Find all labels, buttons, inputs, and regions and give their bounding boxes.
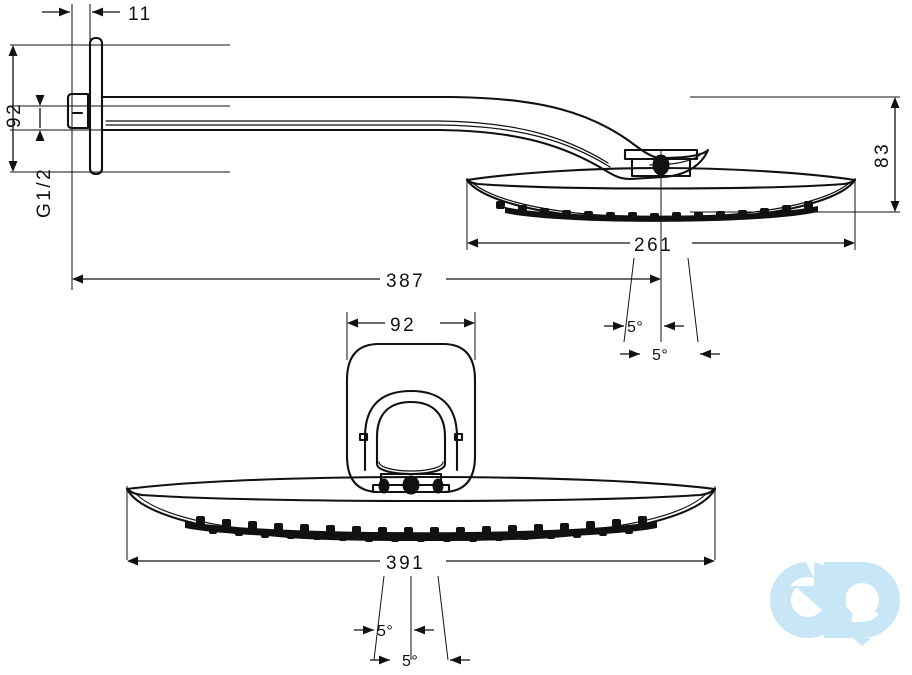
dimension-head-depth: 261 — [467, 235, 855, 256]
cd-logo-watermark — [769, 560, 900, 646]
wall-plate-front — [345, 342, 477, 495]
dimension-label-391: 391 — [386, 553, 425, 574]
thread-spec-label: G1/2 — [34, 167, 55, 218]
dimension-label-5deg-d: 5° — [402, 653, 418, 670]
spray-nozzles-side — [496, 201, 818, 222]
dimension-label-92-vertical: 92 — [4, 102, 25, 128]
dimension-arm-projection: 387 — [72, 271, 661, 292]
dimension-head-width: 391 — [127, 553, 715, 574]
spray-nozzles-front — [185, 516, 657, 542]
dimension-label-g12: G1/2 — [34, 167, 55, 218]
dimension-label-387: 387 — [386, 271, 425, 292]
dimension-label-5deg-b: 5° — [652, 347, 668, 364]
front-view-extension-lines — [126, 312, 716, 560]
dimension-label-83: 83 — [872, 142, 893, 168]
tilt-angle-indicators-upper: 5° 5° — [604, 257, 720, 364]
side-view-extension-lines — [10, 4, 900, 300]
dimension-label-5deg-a: 5° — [627, 319, 643, 336]
dimension-label-261: 261 — [634, 235, 673, 256]
shower-head-side — [465, 166, 857, 222]
side-view: 11 92 G1/2 83 — [4, 4, 900, 364]
dimension-label-5deg-c: 5° — [377, 623, 393, 640]
dimension-wall-plate-thickness: 11 — [42, 4, 153, 25]
dimension-plate-width: 92 — [347, 315, 475, 336]
shower-head-front — [125, 475, 717, 542]
dimension-label-11: 11 — [128, 4, 153, 25]
wall-flange-plate — [66, 36, 104, 176]
dimension-inlet-height: 92 — [4, 45, 45, 172]
front-view: 92 391 5° 5° — [125, 312, 717, 670]
tilt-angle-indicators-lower: 5° 5° — [354, 575, 470, 670]
dimension-label-92-front: 92 — [390, 315, 416, 336]
shower-arm — [100, 95, 710, 181]
dimension-head-height: 83 — [872, 97, 900, 212]
